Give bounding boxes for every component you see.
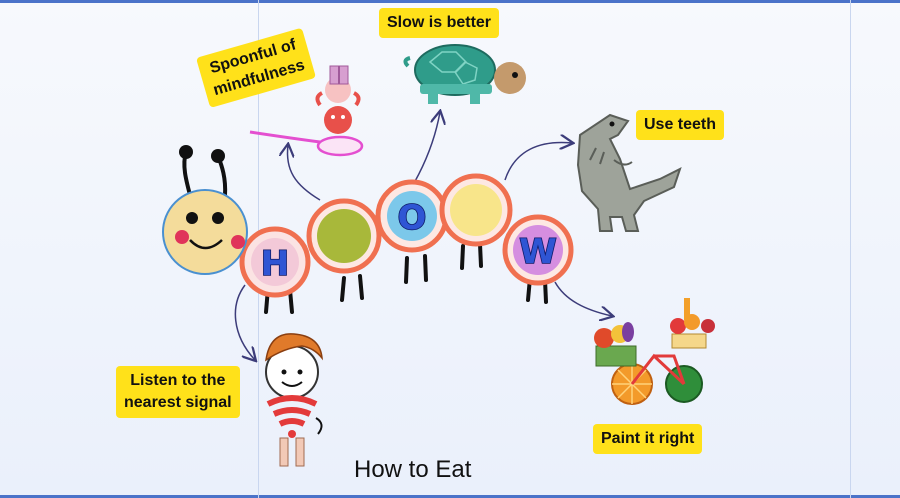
arrow-to-paint <box>554 281 612 316</box>
tip-paint-it-right: Paint it right <box>593 424 703 454</box>
arrow-to-teeth <box>504 142 572 181</box>
segment-green <box>306 198 382 274</box>
tip-slow-is-better: Slow is better <box>379 8 500 38</box>
letter-w: W <box>519 232 557 272</box>
turtle-icon <box>403 44 526 104</box>
spoon-crab-icon <box>249 65 364 157</box>
caterpillar-legs <box>264 242 548 314</box>
girl-signal-icon <box>265 333 323 467</box>
letter-o: O <box>398 198 427 238</box>
dinosaur-icon <box>576 113 682 232</box>
top-border <box>0 0 900 3</box>
tip-listen-line2: nearest signal <box>124 394 232 411</box>
bottom-border <box>0 495 900 498</box>
tip-listen-nearest-signal: Listen to the nearest signal <box>116 366 240 418</box>
page-title: How to Eat <box>354 456 472 483</box>
caterpillar-head <box>162 145 248 275</box>
letter-h: H <box>261 244 289 284</box>
divider-line <box>850 0 851 498</box>
arrow-to-slow <box>409 112 440 191</box>
tip-listen-line1: Listen to the <box>130 372 226 389</box>
fruit-bicycle-icon <box>594 298 715 405</box>
segment-h: H <box>239 226 311 298</box>
arrow-to-spoonful <box>287 145 321 201</box>
segment-yellow <box>439 173 513 247</box>
segment-w: W <box>502 214 574 286</box>
tip-use-teeth: Use teeth <box>636 110 725 140</box>
segment-o: O <box>375 179 449 253</box>
arrow-to-listen <box>234 284 255 360</box>
